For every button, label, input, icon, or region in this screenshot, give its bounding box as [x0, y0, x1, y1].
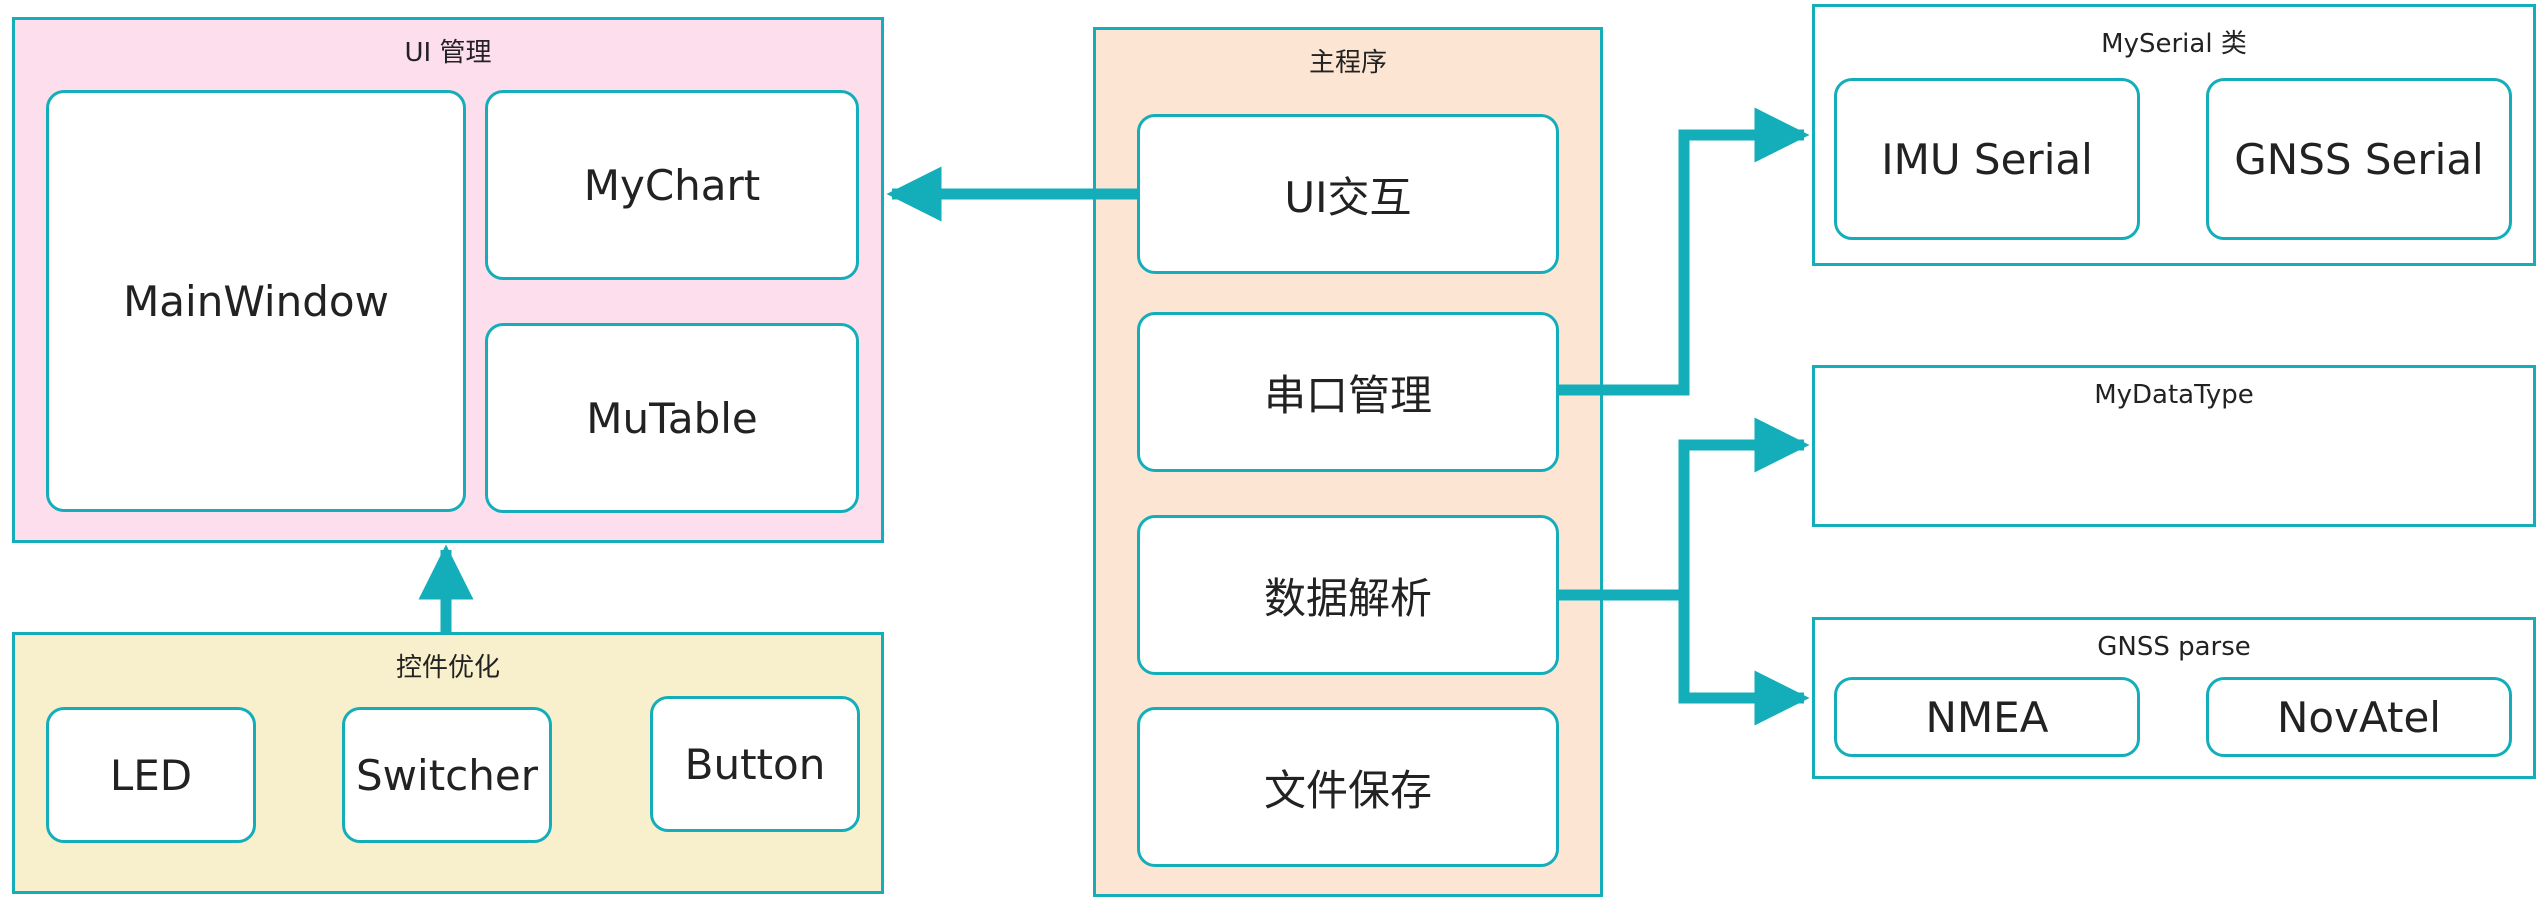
- group-main-program-title: 主程序: [1308, 48, 1387, 78]
- group-gnss-parse-title: GNSS parse: [2097, 632, 2251, 662]
- group-mydatatype: MyDataType: [1812, 365, 2536, 527]
- node-imu-serial: IMU Serial: [1834, 78, 2140, 240]
- node-gnss-serial: GNSS Serial: [2206, 78, 2512, 240]
- node-nmea: NMEA: [1834, 677, 2140, 757]
- node-file-saving: 文件保存: [1137, 707, 1559, 867]
- group-mydatatype-title: MyDataType: [2094, 380, 2254, 410]
- node-mainwindow: MainWindow: [46, 90, 466, 512]
- arrow-parse-to-mydatatype: [1559, 417, 1810, 601]
- arrow-parse-to-gnss-parse: [1678, 595, 1810, 726]
- node-switcher: Switcher: [342, 707, 552, 843]
- node-button: Button: [650, 696, 860, 832]
- arrow-serial-to-myserial: [1559, 107, 1810, 396]
- node-ui-interaction: UI交互: [1137, 114, 1559, 274]
- group-ui-management-title: UI 管理: [404, 38, 492, 68]
- node-mychart: MyChart: [485, 90, 859, 280]
- node-led: LED: [46, 707, 256, 843]
- group-widget-optimize-title: 控件优化: [395, 653, 500, 683]
- node-mutable: MuTable: [485, 323, 859, 513]
- group-myserial-title: MySerial 类: [2101, 29, 2247, 59]
- node-novatel: NovAtel: [2206, 677, 2512, 757]
- node-serial-management: 串口管理: [1137, 312, 1559, 472]
- node-data-parsing: 数据解析: [1137, 515, 1559, 675]
